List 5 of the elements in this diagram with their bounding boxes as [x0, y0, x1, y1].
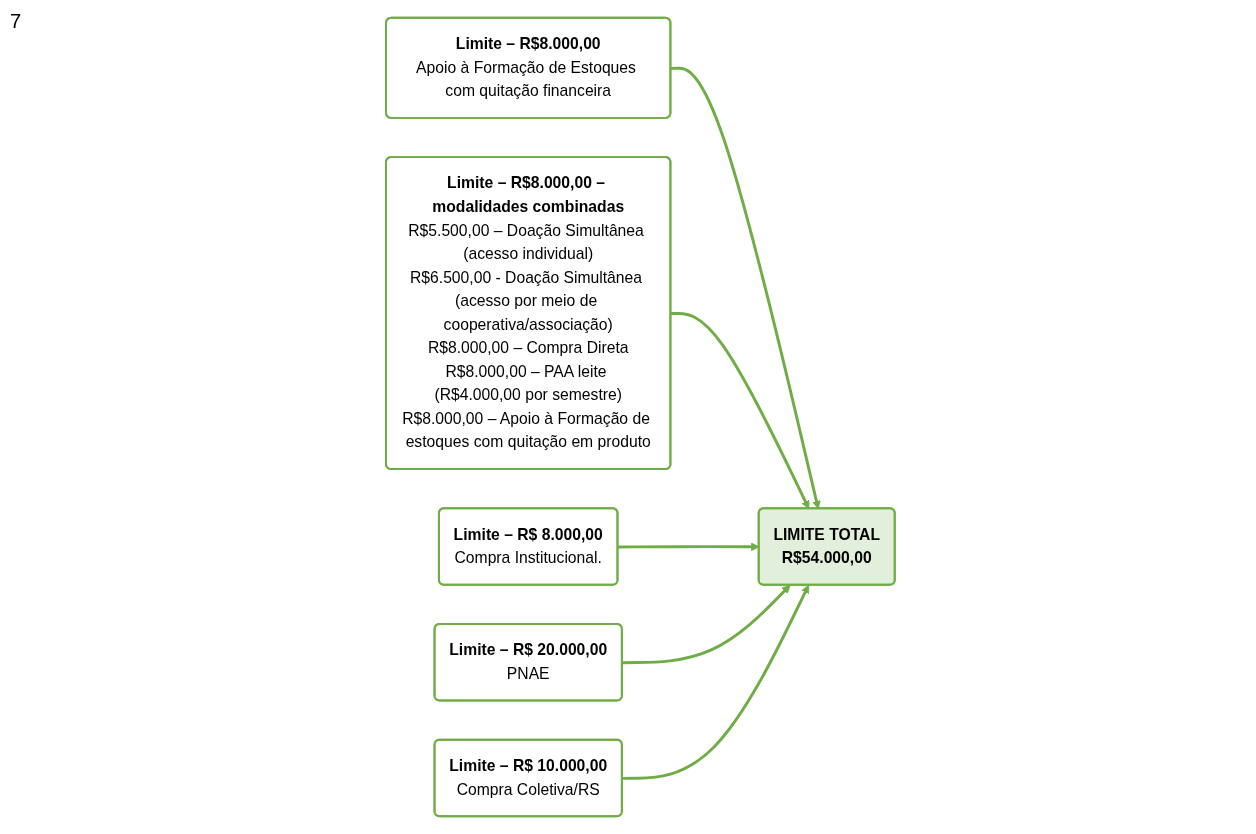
- arrow: [621, 584, 791, 665]
- arrow: [670, 311, 809, 510]
- arrow: [670, 66, 821, 510]
- arrow: [621, 584, 809, 780]
- page-number: 7: [10, 10, 22, 33]
